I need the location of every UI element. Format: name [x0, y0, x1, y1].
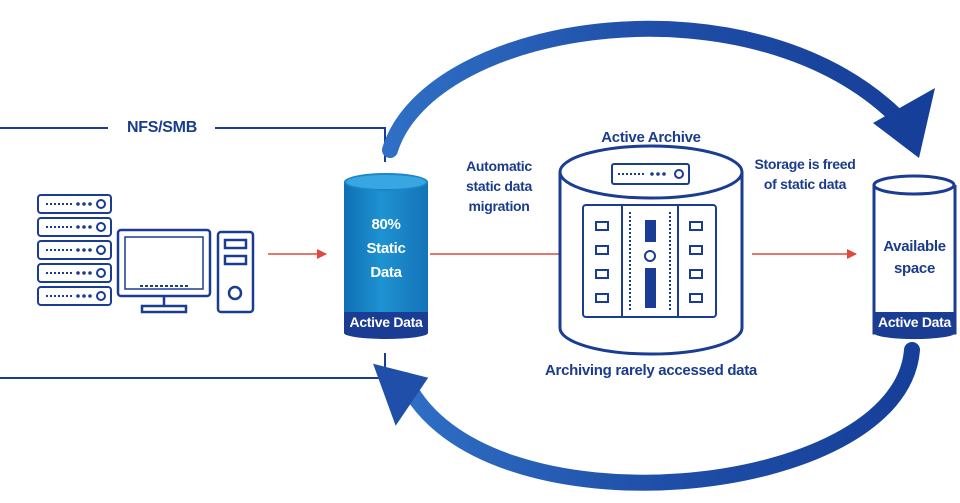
static-data-label-line2: Data	[370, 264, 402, 281]
desktop-tower-icon	[216, 230, 255, 314]
active-archive-title: Active Archive	[601, 129, 701, 146]
available-space-cylinder	[872, 174, 957, 340]
nfs-smb-label: NFS/SMB	[127, 119, 197, 136]
migration-label-line3: migration	[468, 198, 530, 214]
static-data-label-line1: Static	[366, 240, 406, 257]
migration-label-line2: static data	[466, 178, 532, 194]
bottom-curved-arrow	[373, 342, 920, 491]
migration-label-line1: Automatic	[466, 158, 532, 174]
active-archive-cylinder	[558, 144, 744, 356]
available-label-line2: space	[893, 260, 936, 277]
server-rack-slots	[46, 203, 72, 297]
freed-label-line1: Storage is freed	[754, 156, 856, 172]
available-footer: Active Data	[878, 314, 951, 330]
freed-label-line2: of static data	[763, 176, 847, 192]
active-data-cylinder	[344, 173, 428, 339]
active-data-footer: Active Data	[349, 314, 423, 330]
available-label-line1: Available	[883, 238, 946, 255]
static-data-percent: 80%	[371, 216, 401, 233]
server-rack-icon	[37, 194, 112, 306]
tape-library-icon	[582, 204, 717, 318]
top-curved-arrow	[382, 20, 935, 158]
monitor-icon	[116, 228, 212, 314]
archive-caption: Archiving rarely accessed data	[545, 362, 757, 379]
